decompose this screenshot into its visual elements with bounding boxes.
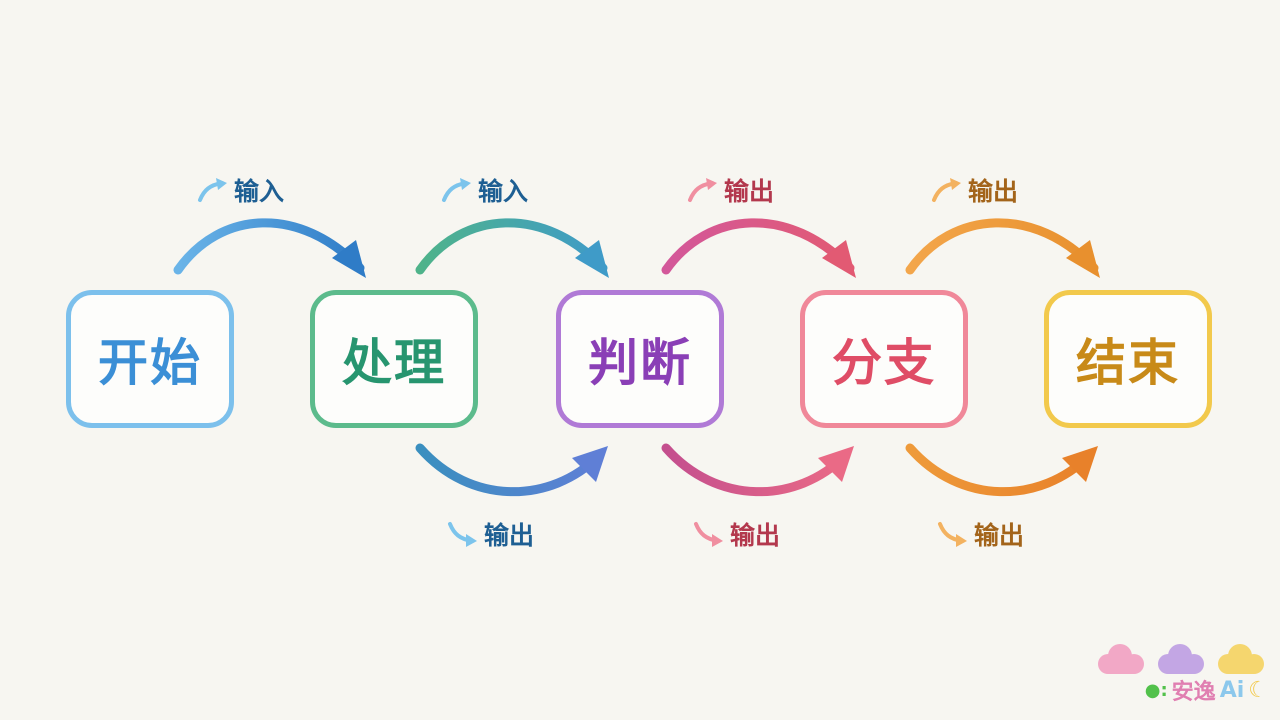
label-text: 输入 [234, 177, 285, 206]
bottom-label-1: 输出 [446, 516, 534, 552]
watermark-brand: 安逸 [1171, 680, 1216, 705]
watermark-ai: Ai [1219, 677, 1245, 703]
bottom-arrow-2 [661, 443, 854, 497]
node-label: 分支 [832, 334, 936, 392]
small-down-arrow-icon [448, 522, 477, 547]
top-label-1: 输入 [196, 172, 284, 208]
top-arrow-1 [173, 218, 366, 278]
node-branch: 分支 [800, 290, 968, 428]
top-label-3: 输出 [686, 172, 774, 208]
small-up-arrow-icon [442, 178, 471, 202]
node-label: 判断 [588, 334, 692, 392]
bottom-label-2: 输出 [692, 516, 780, 552]
node-label: 处理 [342, 334, 446, 392]
bottom-arrow-3 [905, 443, 1098, 497]
label-text: 输出 [730, 521, 781, 550]
bottom-arrow-1 [415, 443, 608, 497]
node-end: 结束 [1044, 290, 1212, 428]
label-text: 输入 [478, 177, 529, 206]
top-arrow-3 [661, 218, 856, 278]
label-text: 输出 [484, 521, 535, 550]
node-start: 开始 [66, 290, 234, 428]
top-label-4: 输出 [930, 172, 1018, 208]
small-up-arrow-icon [932, 178, 961, 202]
label-text: 输出 [724, 177, 775, 206]
small-up-arrow-icon [198, 178, 227, 202]
node-decision: 判断 [556, 290, 724, 428]
moon-icon: ☾ [1248, 677, 1268, 703]
chat-icon: ●: [1144, 679, 1168, 701]
node-label: 结束 [1076, 334, 1180, 392]
label-text: 输出 [974, 521, 1025, 550]
small-up-arrow-icon [688, 178, 717, 202]
bottom-label-3: 输出 [936, 516, 1024, 552]
node-process: 处理 [310, 290, 478, 428]
small-down-arrow-icon [694, 522, 723, 547]
node-label: 开始 [98, 334, 202, 392]
top-label-2: 输入 [440, 172, 528, 208]
top-arrow-2 [415, 218, 609, 278]
cloud-decoration-icon [1098, 644, 1264, 674]
watermark: ●: 安逸 Ai ☾ [1145, 674, 1268, 706]
label-text: 输出 [968, 177, 1019, 206]
top-arrow-4 [905, 218, 1100, 278]
small-down-arrow-icon [938, 522, 967, 547]
